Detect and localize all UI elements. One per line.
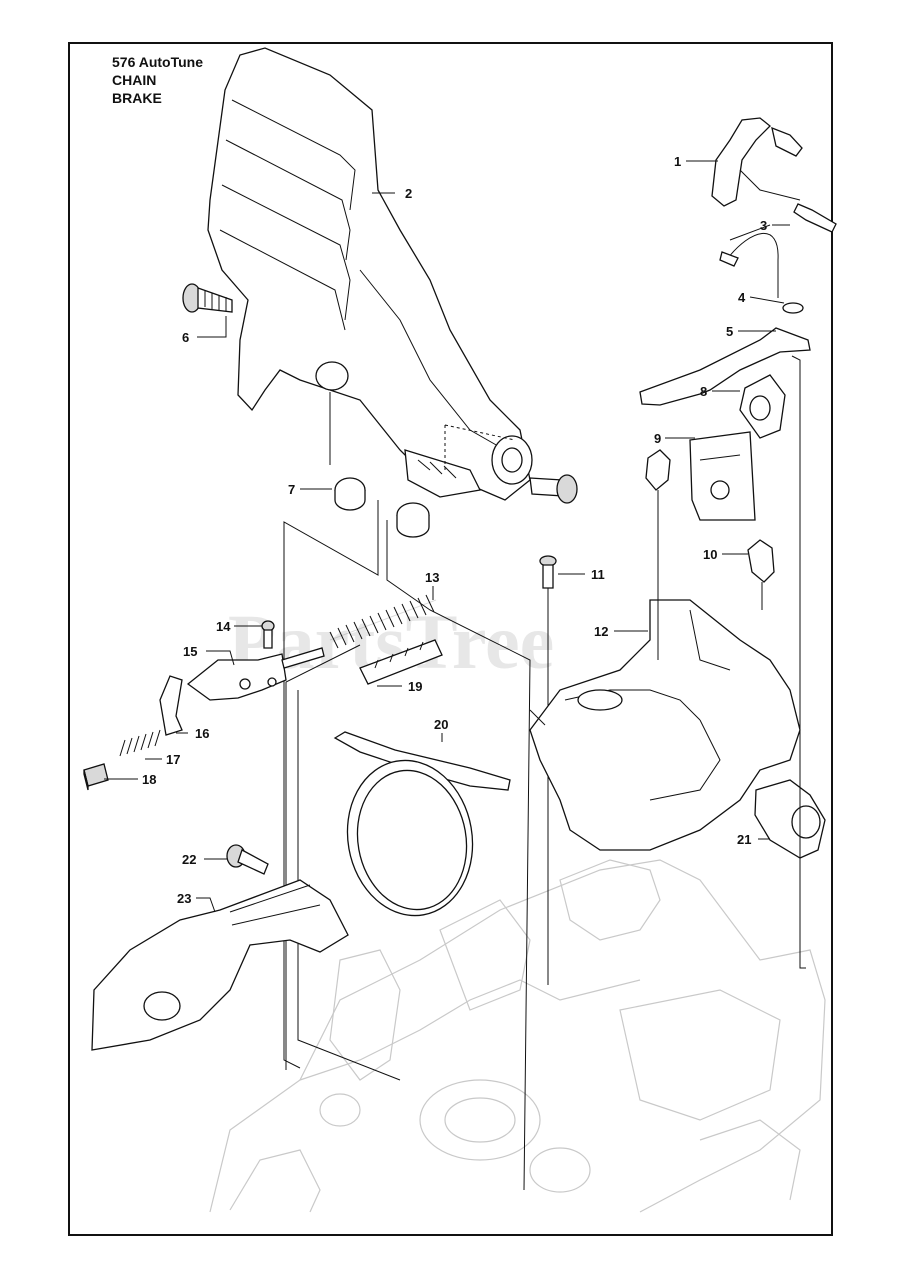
part-17-spring — [119, 729, 161, 757]
part-19-bracket — [359, 639, 443, 685]
part-label-8: 8 — [700, 384, 707, 399]
part-label-18: 18 — [142, 772, 156, 787]
part-1-trigger-assembly — [711, 117, 803, 207]
part-10-grommet — [747, 539, 775, 610]
part-7-bushings — [334, 477, 430, 538]
part-13-spring — [329, 594, 437, 649]
part-label-23: 23 — [177, 891, 191, 906]
title-line-model: 576 AutoTune — [112, 54, 204, 70]
part-label-15: 15 — [183, 644, 197, 659]
part-label-1: 1 — [674, 154, 681, 169]
part-15-lever — [186, 647, 325, 701]
part-label-12: 12 — [594, 624, 608, 639]
part-14-screw — [261, 620, 275, 649]
part-5-lever — [639, 327, 811, 406]
part-22-screw — [226, 844, 269, 875]
part-label-3: 3 — [760, 218, 767, 233]
grommet-left — [645, 449, 671, 510]
part-label-5: 5 — [726, 324, 733, 339]
part-8-cover — [739, 374, 786, 439]
part-label-6: 6 — [182, 330, 189, 345]
part-21-knob — [754, 779, 826, 859]
part-label-20: 20 — [434, 717, 448, 732]
part-label-7: 7 — [288, 482, 295, 497]
part-6-screw — [182, 283, 233, 313]
part-label-16: 16 — [195, 726, 209, 741]
part-11-screw — [539, 555, 557, 985]
part-label-10: 10 — [703, 547, 717, 562]
part-label-21: 21 — [737, 832, 751, 847]
leader-lines — [104, 160, 790, 913]
part-label-4: 4 — [738, 290, 746, 305]
guide-line — [283, 500, 379, 1069]
part-label-11: 11 — [591, 567, 605, 582]
part-label-22: 22 — [182, 852, 196, 867]
part-20-brake-band — [333, 731, 511, 917]
part-18-block — [83, 763, 109, 791]
diagram-title: 576 AutoTune CHAIN BRAKE — [112, 53, 203, 107]
guide-line — [285, 644, 361, 1070]
guide-line — [386, 520, 531, 1191]
engine-body-background — [209, 859, 826, 1213]
part-label-14: 14 — [216, 619, 231, 634]
part-label-2: 2 — [405, 186, 412, 201]
part-23-plate — [91, 879, 349, 1051]
guide-line — [297, 690, 401, 1081]
dashed-guide — [444, 424, 516, 470]
part-label-17: 17 — [166, 752, 180, 767]
title-line-1: CHAIN — [112, 72, 157, 88]
part-2-front-handguard — [207, 47, 533, 501]
part-label-9: 9 — [654, 431, 661, 446]
guide-line — [791, 355, 806, 969]
part-4-cable — [719, 232, 804, 314]
handle-screw — [529, 474, 578, 504]
part-9-cover-plate — [689, 431, 756, 521]
part-label-13: 13 — [425, 570, 439, 585]
title-line-2: BRAKE — [112, 90, 162, 106]
part-16-latch — [159, 675, 183, 736]
part-labels: 1 2 3 4 5 6 7 8 9 10 11 12 13 14 15 16 1… — [142, 154, 767, 906]
diagram-frame — [68, 42, 833, 1236]
part-label-19: 19 — [408, 679, 422, 694]
part-3-clip — [793, 203, 837, 233]
part-12-housing — [529, 510, 801, 851]
